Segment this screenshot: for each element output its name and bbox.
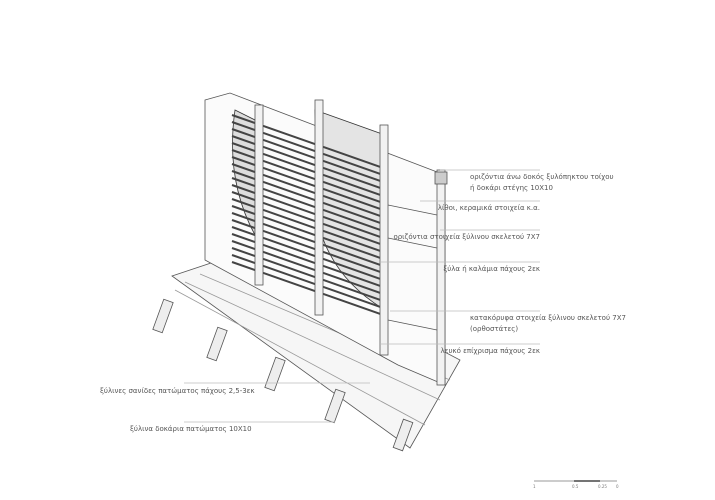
- lath-slat: [262, 222, 317, 244]
- lath-slat: [262, 208, 317, 230]
- label-floor-joists: ξύλινα δοκάρια πατώματος 10Χ10: [130, 425, 252, 433]
- lath-slat: [231, 247, 257, 258]
- lath-slat: [231, 205, 257, 216]
- lath-slat: [262, 250, 317, 272]
- lath-slat: [322, 201, 383, 225]
- lath-slat: [231, 135, 257, 146]
- lath-slat: [231, 184, 257, 195]
- lath-slat: [322, 145, 383, 169]
- lath-slat: [322, 215, 383, 239]
- lath-slat: [231, 177, 257, 188]
- lath-slat: [322, 285, 383, 309]
- lath-slat: [262, 236, 317, 258]
- label-vertical-posts: κατακόρυφα στοιχεία ξύλινου σκελετού 7Χ7…: [470, 314, 626, 333]
- lath-slat: [262, 152, 317, 174]
- lath-slat: [231, 163, 257, 174]
- lath-slat: [262, 187, 317, 209]
- lath-slat: [231, 121, 257, 132]
- lath-slat: [322, 180, 383, 204]
- lath-slat: [262, 271, 317, 293]
- lath-slat: [231, 156, 257, 167]
- lath-slat: [231, 114, 257, 125]
- lath-slat: [262, 166, 317, 188]
- lath-slat: [262, 257, 317, 279]
- lath-slat: [231, 226, 257, 237]
- lath-slat: [231, 128, 257, 139]
- lath-slat: [322, 194, 383, 218]
- lath-slat: [231, 219, 257, 230]
- lath-slat: [322, 257, 383, 281]
- lath-slat: [262, 131, 317, 153]
- lath-slat: [322, 152, 383, 176]
- lath-slat: [322, 173, 383, 197]
- lath-slat: [322, 159, 383, 183]
- lath-slat: [322, 264, 383, 288]
- lath-slat: [322, 166, 383, 190]
- frame-posts: [254, 99, 446, 386]
- label-horizontal-frame: οριζόντια στοιχεία ξύλινου σκελετού 7Χ7: [393, 233, 540, 241]
- label-stones: λίθοι, κεραμικά στοιχεία κ.α.: [437, 204, 540, 212]
- lath-slat: [262, 229, 317, 251]
- lath-slat: [231, 198, 257, 209]
- label-floor-boards: ξύλινες σανίδες πατώματος πάχους 2,5-3εκ: [100, 387, 255, 395]
- lath-slat: [322, 292, 383, 316]
- leader-lines: [184, 169, 540, 423]
- scale-tick-1: 1: [533, 484, 536, 489]
- lath-slat: [322, 208, 383, 232]
- lath-slat: [231, 233, 257, 244]
- lath-slat: [262, 138, 317, 160]
- lath-slat: [231, 191, 257, 202]
- label-laths: ξύλα ή καλάμια πάχους 2εκ: [443, 265, 540, 273]
- lath-slat: [262, 124, 317, 146]
- lath-slat: [262, 180, 317, 202]
- lath-slat: [322, 222, 383, 246]
- top-beam-end: [434, 171, 448, 185]
- lath-slat: [262, 243, 317, 265]
- scale-tick-025: 0.25: [598, 484, 607, 489]
- scale-tick-05: 0.5: [572, 484, 579, 489]
- lath-slat: [322, 278, 383, 302]
- lath-slat: [231, 240, 257, 251]
- label-plaster: λευκό επίχρισμα πάχους 2εκ: [440, 347, 540, 355]
- lath-slat: [262, 215, 317, 237]
- lath-slat: [262, 194, 317, 216]
- scale-tick-0: 0: [616, 484, 619, 489]
- lath-slat: [231, 170, 257, 181]
- lath-slat: [262, 201, 317, 223]
- lath-slat: [231, 142, 257, 153]
- lath-slat: [262, 145, 317, 167]
- floor-joists: [152, 298, 414, 452]
- lath-slat: [322, 236, 383, 260]
- lath-slat: [262, 173, 317, 195]
- lath-slat: [322, 271, 383, 295]
- lath-slat: [262, 159, 317, 181]
- lath-slat: [322, 187, 383, 211]
- lath-slat: [231, 212, 257, 223]
- lath-slat: [231, 254, 257, 265]
- lath-slat: [231, 261, 257, 272]
- lath-slat: [262, 264, 317, 286]
- lath-slat: [322, 250, 383, 274]
- lath-slat: [322, 243, 383, 267]
- lath-slat: [231, 149, 257, 160]
- lath-slat: [322, 229, 383, 253]
